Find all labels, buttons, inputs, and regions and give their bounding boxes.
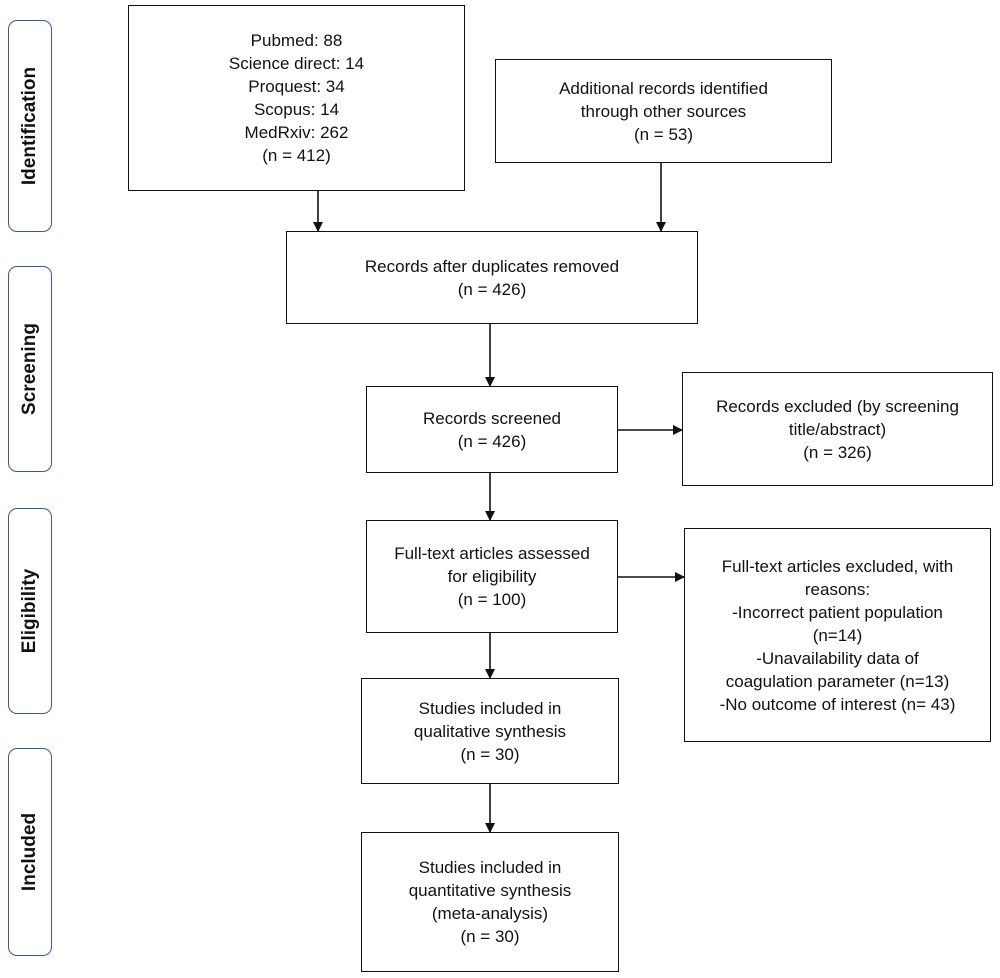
- databases-line-scopus: Scopus: 14: [253, 100, 340, 119]
- duplicates-removed-line-2: (n = 426): [457, 279, 527, 299]
- records-screened-line-2: (n = 426): [457, 431, 527, 451]
- stage-included: Included: [8, 748, 52, 956]
- full-text-excluded-line-1: Full-text articles excluded, with: [721, 556, 954, 576]
- databases-line-pubmed: Pubmed: 88: [250, 31, 343, 50]
- quantitative-line-4: (n = 30): [460, 927, 520, 946]
- box-full-text-excluded: Full-text articles excluded, with reason…: [684, 528, 991, 742]
- full-text-excluded-line-6: coagulation parameter (n=13): [725, 671, 950, 691]
- box-full-text-assessed: Full-text articles assessed for eligibil…: [366, 520, 618, 633]
- box-duplicates-removed: Records after duplicates removed (n = 42…: [286, 231, 698, 324]
- full-text-excluded-line-5: -Unavailability data of: [756, 648, 919, 668]
- box-excluded-screening: Records excluded (by screening title/abs…: [682, 372, 993, 486]
- full-text-excluded-line-7: -No outcome of interest (n= 43): [719, 694, 956, 714]
- databases-line-total: (n = 412): [262, 146, 331, 165]
- qualitative-line-3: (n = 30): [460, 744, 520, 764]
- box-qualitative: Studies included in qualitative synthesi…: [361, 678, 619, 784]
- other-sources-line-2: through other sources: [580, 101, 747, 121]
- quantitative-line-1: Studies included in: [418, 858, 562, 877]
- qualitative-line-1: Studies included in: [418, 698, 562, 718]
- stage-identification: Identification: [8, 20, 52, 232]
- box-databases: Pubmed: 88 Science direct: 14 Proquest: …: [128, 5, 465, 191]
- databases-line-proquest: Proquest: 34: [248, 77, 345, 96]
- databases-line-medrxiv: MedRxiv: 262: [244, 123, 349, 142]
- box-quantitative: Studies included in quantitative synthes…: [361, 832, 619, 972]
- stage-eligibility: Eligibility: [8, 508, 52, 714]
- other-sources-line-1: Additional records identified: [559, 78, 768, 98]
- stage-screening: Screening: [8, 266, 52, 472]
- quantitative-line-2: quantitative synthesis: [408, 881, 572, 900]
- box-other-sources: Additional records identified through ot…: [495, 59, 832, 163]
- box-records-screened: Records screened (n = 426): [366, 386, 618, 473]
- full-text-excluded-line-3: -Incorrect patient population: [732, 602, 943, 622]
- other-sources-line-3: (n = 53): [633, 124, 694, 144]
- quantitative-line-3: (meta-analysis): [431, 904, 549, 923]
- full-text-excluded-line-4: (n=14): [812, 625, 863, 645]
- full-text-assessed-line-3: (n = 100): [457, 590, 527, 609]
- records-screened-line-1: Records screened: [423, 408, 561, 428]
- excluded-screening-line-1: Records excluded (by screening: [716, 396, 959, 416]
- qualitative-line-2: qualitative synthesis: [413, 721, 567, 741]
- excluded-screening-line-3: (n = 326): [803, 442, 872, 462]
- full-text-assessed-line-1: Full-text articles assessed: [394, 544, 590, 563]
- full-text-excluded-line-2: reasons:: [804, 579, 871, 599]
- duplicates-removed-line-1: Records after duplicates removed: [364, 256, 620, 276]
- excluded-screening-line-2: title/abstract): [788, 419, 887, 439]
- databases-line-science-direct: Science direct: 14: [228, 54, 365, 73]
- full-text-assessed-line-2: for eligibility: [447, 567, 537, 586]
